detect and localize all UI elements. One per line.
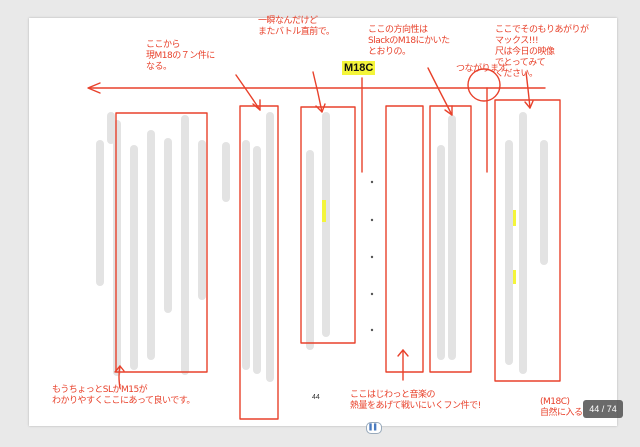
annotation-frame bbox=[300, 106, 356, 344]
page-number: 44 bbox=[312, 394, 320, 401]
text-placeholder bbox=[505, 140, 513, 365]
text-placeholder bbox=[437, 145, 445, 360]
text-placeholder bbox=[306, 150, 314, 350]
annotation-arrow bbox=[312, 71, 323, 113]
dot-marker bbox=[370, 292, 374, 296]
annotation-arrow bbox=[118, 365, 121, 389]
dot-marker bbox=[370, 180, 374, 184]
annotation-arrow bbox=[235, 74, 261, 111]
text-placeholder bbox=[130, 145, 138, 370]
cue-label: M18C bbox=[342, 61, 376, 75]
text-placeholder bbox=[222, 142, 230, 202]
text-placeholder bbox=[448, 115, 456, 360]
text-placeholder bbox=[96, 140, 104, 286]
handwritten-note: ここから 現M18の７ン件に なる。 bbox=[146, 40, 215, 72]
annotation-arrow-head bbox=[444, 105, 453, 116]
annotation-frame bbox=[429, 105, 472, 373]
handwritten-note: ここはじわっと音楽の 熱量をあげて戦いにいくフン件で! bbox=[350, 390, 481, 411]
handwritten-note: ここの方向性は SlackのM18にかいた とおりの。 bbox=[368, 25, 450, 57]
yellow-mark bbox=[513, 270, 516, 284]
text-placeholder bbox=[164, 138, 172, 313]
pause-icon[interactable]: ▌▌ bbox=[366, 422, 382, 434]
handwritten-note: つながります bbox=[456, 64, 508, 74]
annotation-arrow bbox=[525, 71, 531, 109]
annotation-frame bbox=[115, 112, 208, 373]
annotation-frame bbox=[385, 105, 424, 373]
timeline-arrowhead bbox=[87, 82, 101, 94]
dot-marker bbox=[370, 328, 374, 332]
annotation-frame bbox=[239, 105, 279, 420]
text-placeholder bbox=[253, 146, 261, 374]
annotation-arrow bbox=[427, 67, 453, 116]
annotation-arrowhead bbox=[114, 365, 125, 373]
annotation-arrowhead bbox=[524, 100, 534, 109]
text-placeholder bbox=[113, 120, 121, 376]
text-placeholder bbox=[181, 115, 189, 375]
annotation-arrowhead bbox=[315, 103, 326, 113]
handwritten-note: 一瞬なんだけど またバトル直前で。 bbox=[258, 16, 335, 37]
text-placeholder bbox=[322, 112, 330, 337]
annotation-frame bbox=[494, 99, 561, 382]
handwritten-note: もうちょっとSLがM15が わかりやすくここにあって良いです。 bbox=[52, 385, 195, 406]
page-counter: 44 / 74 bbox=[583, 400, 623, 418]
handwritten-note: ここでそのもりあがりが マックス!!! 尺は今日の映像 でとってみて ください。 bbox=[495, 25, 589, 79]
text-placeholder bbox=[198, 140, 206, 300]
text-placeholder bbox=[519, 112, 527, 374]
yellow-mark bbox=[322, 200, 326, 222]
annotation-arrowhead bbox=[397, 349, 409, 357]
text-placeholder bbox=[147, 130, 155, 360]
yellow-mark bbox=[513, 210, 516, 226]
annotation-circle bbox=[467, 68, 501, 102]
handwritten-note: (M18C) 自然に入る bbox=[540, 397, 583, 418]
annotation-arrowhead bbox=[252, 99, 261, 111]
text-placeholder bbox=[266, 112, 274, 382]
dot-marker bbox=[370, 255, 374, 259]
text-placeholder bbox=[242, 140, 250, 370]
dot-marker bbox=[370, 218, 374, 222]
text-placeholder bbox=[540, 140, 548, 265]
